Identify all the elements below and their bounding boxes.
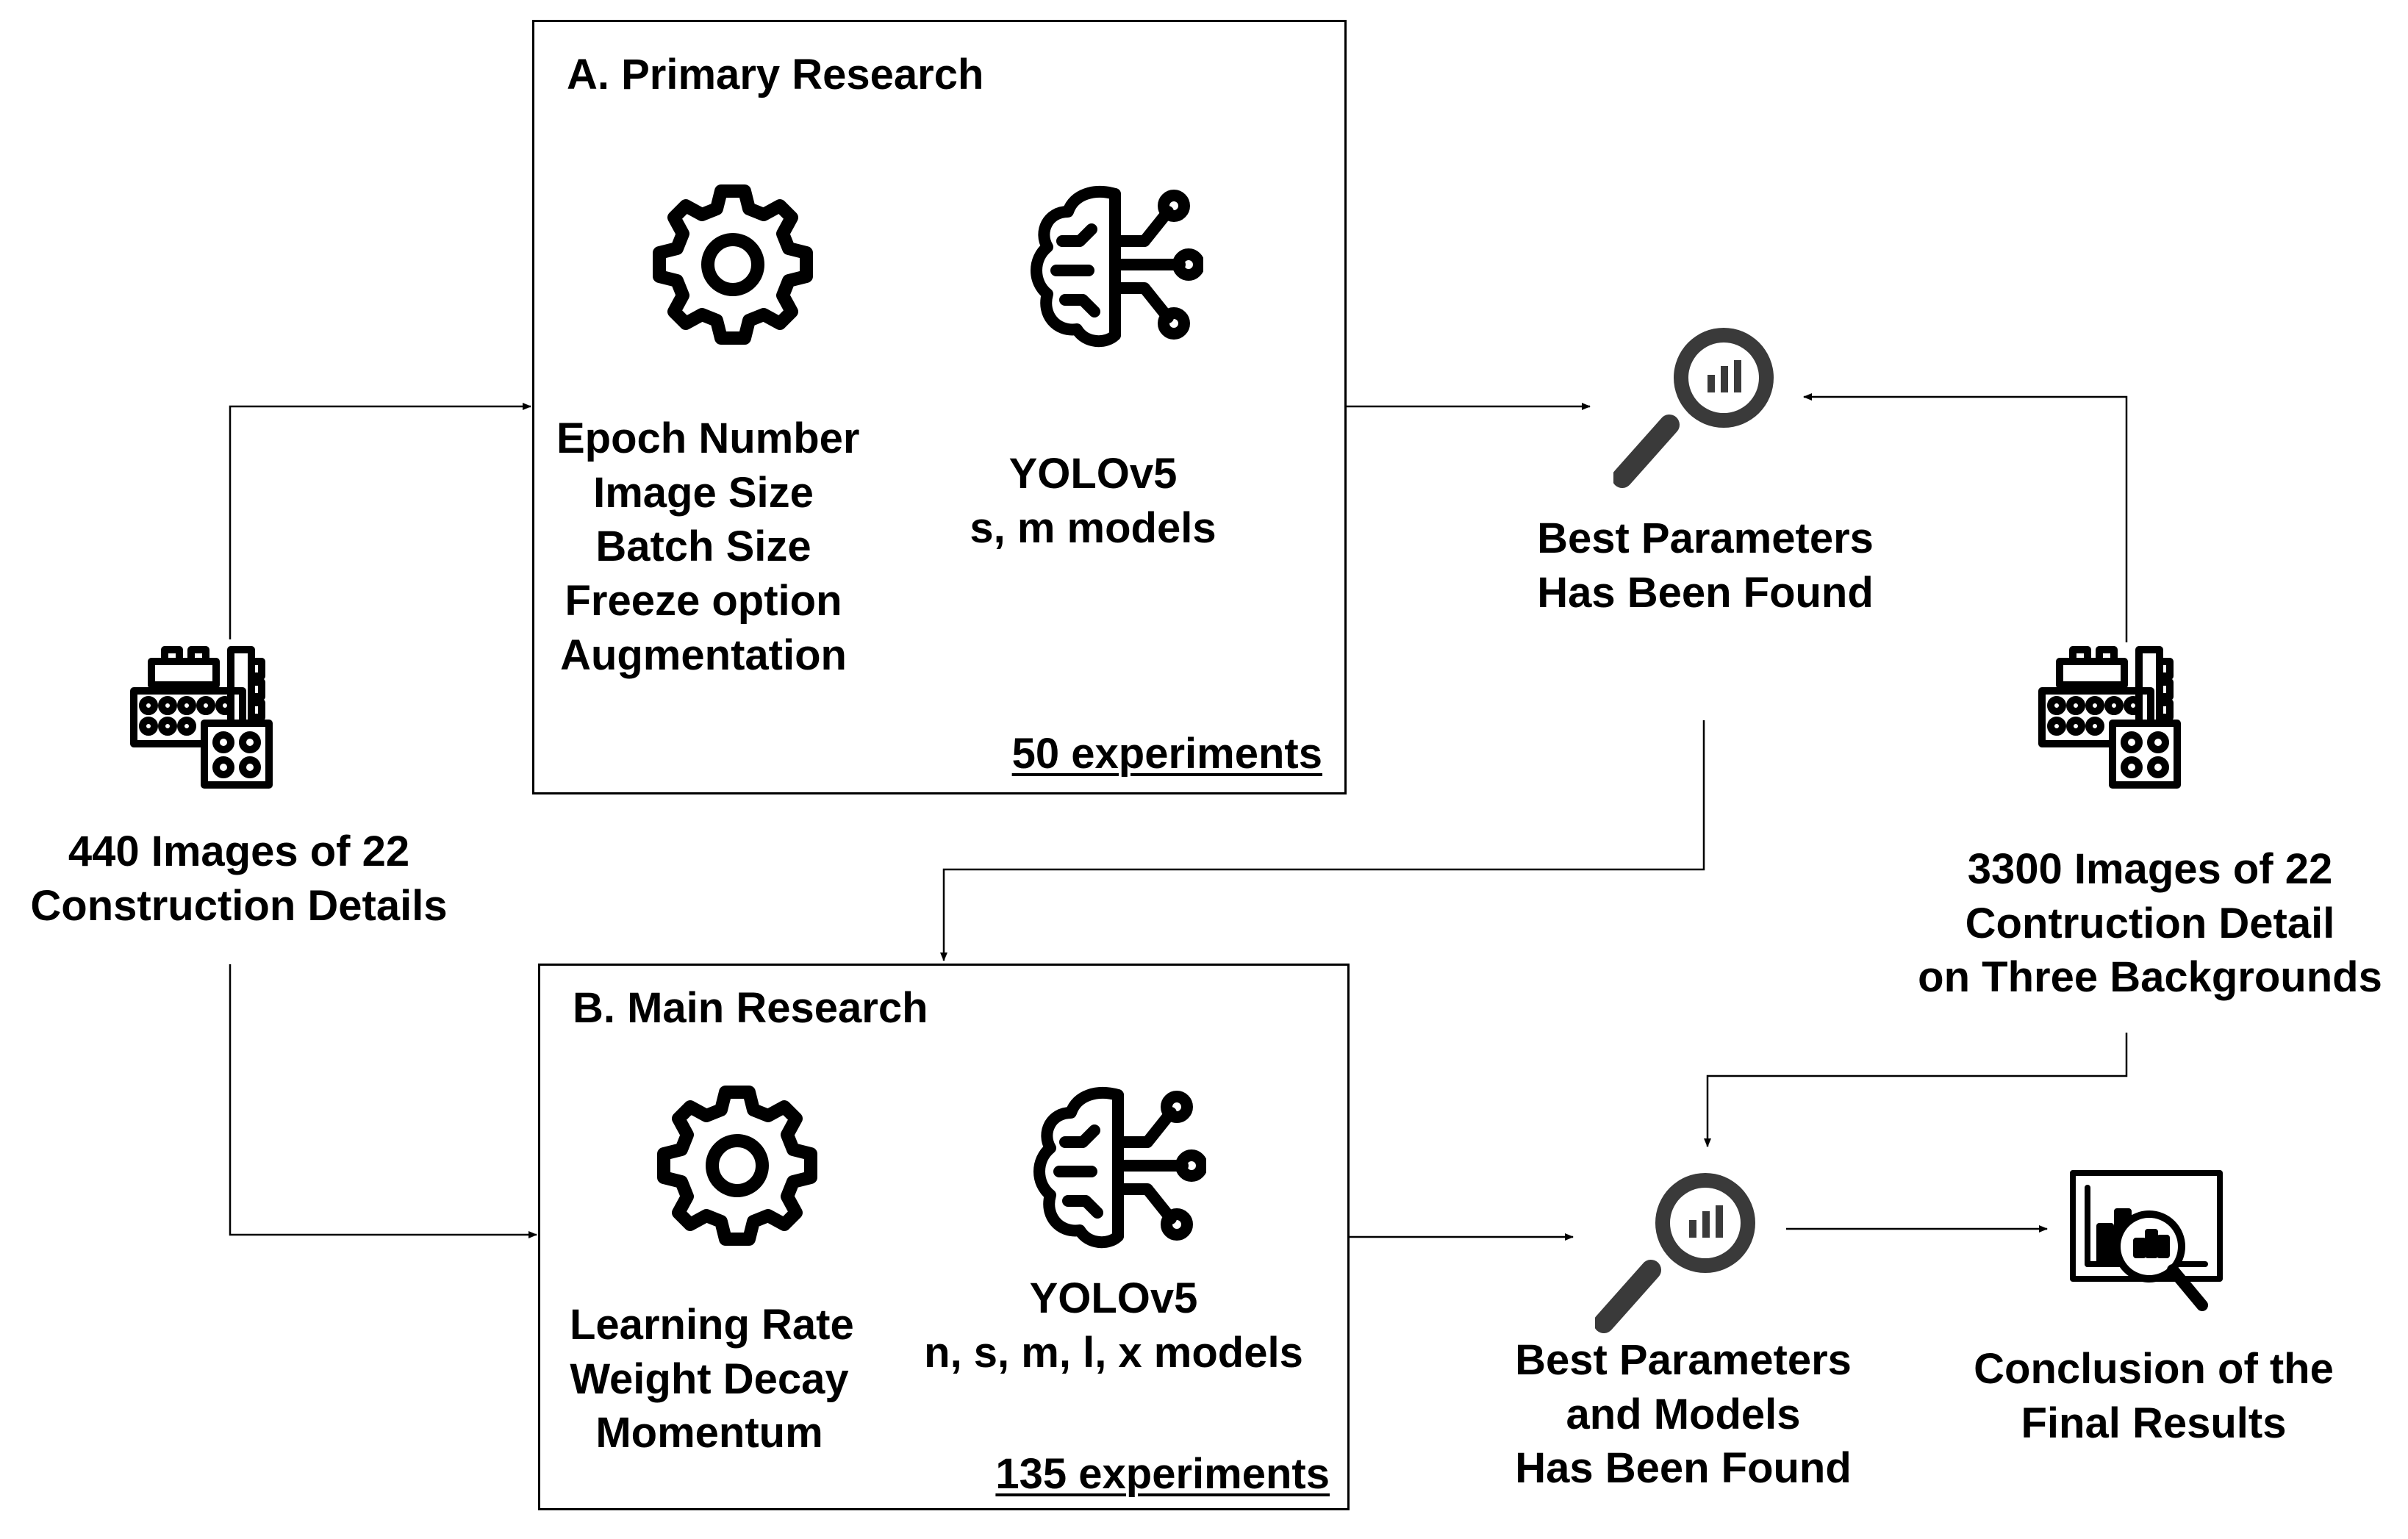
report-magnifier-icon xyxy=(2070,1170,2223,1311)
best-params-line-1: Best Parameters xyxy=(1537,514,1874,562)
primary-research-title: A. Primary Research xyxy=(567,51,984,98)
best-models-line-2: and Models xyxy=(1566,1390,1801,1438)
model-name: YOLOv5 xyxy=(1008,450,1178,498)
param-epoch-number: Epoch Number xyxy=(556,415,860,462)
main-experiments-count: 135 experiments xyxy=(995,1450,1330,1498)
main-params: Learning Rate Weight Decay Momentum xyxy=(570,1298,854,1460)
arrow-best-to-main xyxy=(940,720,1705,961)
dataset-small-line-1: 440 Images of 22 xyxy=(68,828,410,875)
arrow-large-dataset-to-best xyxy=(1803,393,2128,642)
main-model: YOLOv5 n, s, m, l, x models xyxy=(908,1271,1319,1380)
primary-params: Epoch Number Image Size Batch Size Freez… xyxy=(556,412,860,682)
magnifier-chart-icon xyxy=(1595,1173,1755,1333)
param-freeze-option: Freeze option xyxy=(565,576,842,625)
best-params-label: Best Parameters Has Been Found xyxy=(1485,512,1926,620)
best-models-line-1: Best Parameters xyxy=(1515,1336,1852,1384)
dataset-small-label: 440 Images of 22 Construction Details xyxy=(0,825,478,933)
param-weight-decay: Weight Decay xyxy=(570,1355,849,1403)
param-momentum: Momentum xyxy=(595,1409,823,1457)
dataset-small-line-2: Construction Details xyxy=(30,881,448,930)
brain-circuit-icon xyxy=(1033,1087,1206,1249)
param-batch-size: Batch Size xyxy=(595,523,811,571)
brain-circuit-icon xyxy=(1031,186,1203,348)
primary-model: YOLOv5 s, m models xyxy=(946,447,1240,555)
gear-icon xyxy=(653,184,813,345)
dataset-large-line-2: Contruction Detail xyxy=(1965,899,2335,947)
param-augmentation: Augmentation xyxy=(560,631,847,679)
arrow-dataset-to-main xyxy=(229,964,537,1238)
main-research-box: B. Main Research Learning Rate Weight De… xyxy=(538,964,1350,1510)
building-blocks-icon xyxy=(130,646,273,789)
conclusion-label: Conclusion of the Final Results xyxy=(1933,1342,2374,1450)
best-models-line-3: Has Been Found xyxy=(1515,1444,1852,1493)
conclusion-line-1: Conclusion of the xyxy=(1974,1345,2334,1393)
best-models-label: Best Parameters and Models Has Been Foun… xyxy=(1463,1333,1904,1496)
primary-research-box: A. Primary Research Epoch Number Image S… xyxy=(532,20,1347,794)
model-variants: s, m models xyxy=(970,503,1216,552)
arrow-large-dataset-to-best-models xyxy=(1704,1033,2128,1147)
param-image-size: Image Size xyxy=(593,468,814,517)
primary-experiments-count: 50 experiments xyxy=(1011,730,1322,778)
model-variants: n, s, m, l, x models xyxy=(924,1328,1303,1377)
conclusion-line-2: Final Results xyxy=(2021,1399,2287,1447)
main-research-title: B. Main Research xyxy=(573,984,928,1032)
gear-icon xyxy=(657,1086,817,1246)
building-blocks-icon xyxy=(2038,646,2181,789)
model-name: YOLOv5 xyxy=(1029,1274,1198,1322)
magnifier-chart-icon xyxy=(1613,328,1774,488)
param-learning-rate: Learning Rate xyxy=(570,1301,854,1349)
dataset-large-line-1: 3300 Images of 22 xyxy=(1967,845,2333,893)
arrow-dataset-to-primary xyxy=(229,403,531,639)
dataset-large-line-3: on Three Backgrounds xyxy=(1918,953,2382,1002)
dataset-large-label: 3300 Images of 22 Contruction Detail on … xyxy=(1896,842,2404,1005)
best-params-line-2: Has Been Found xyxy=(1537,568,1874,617)
